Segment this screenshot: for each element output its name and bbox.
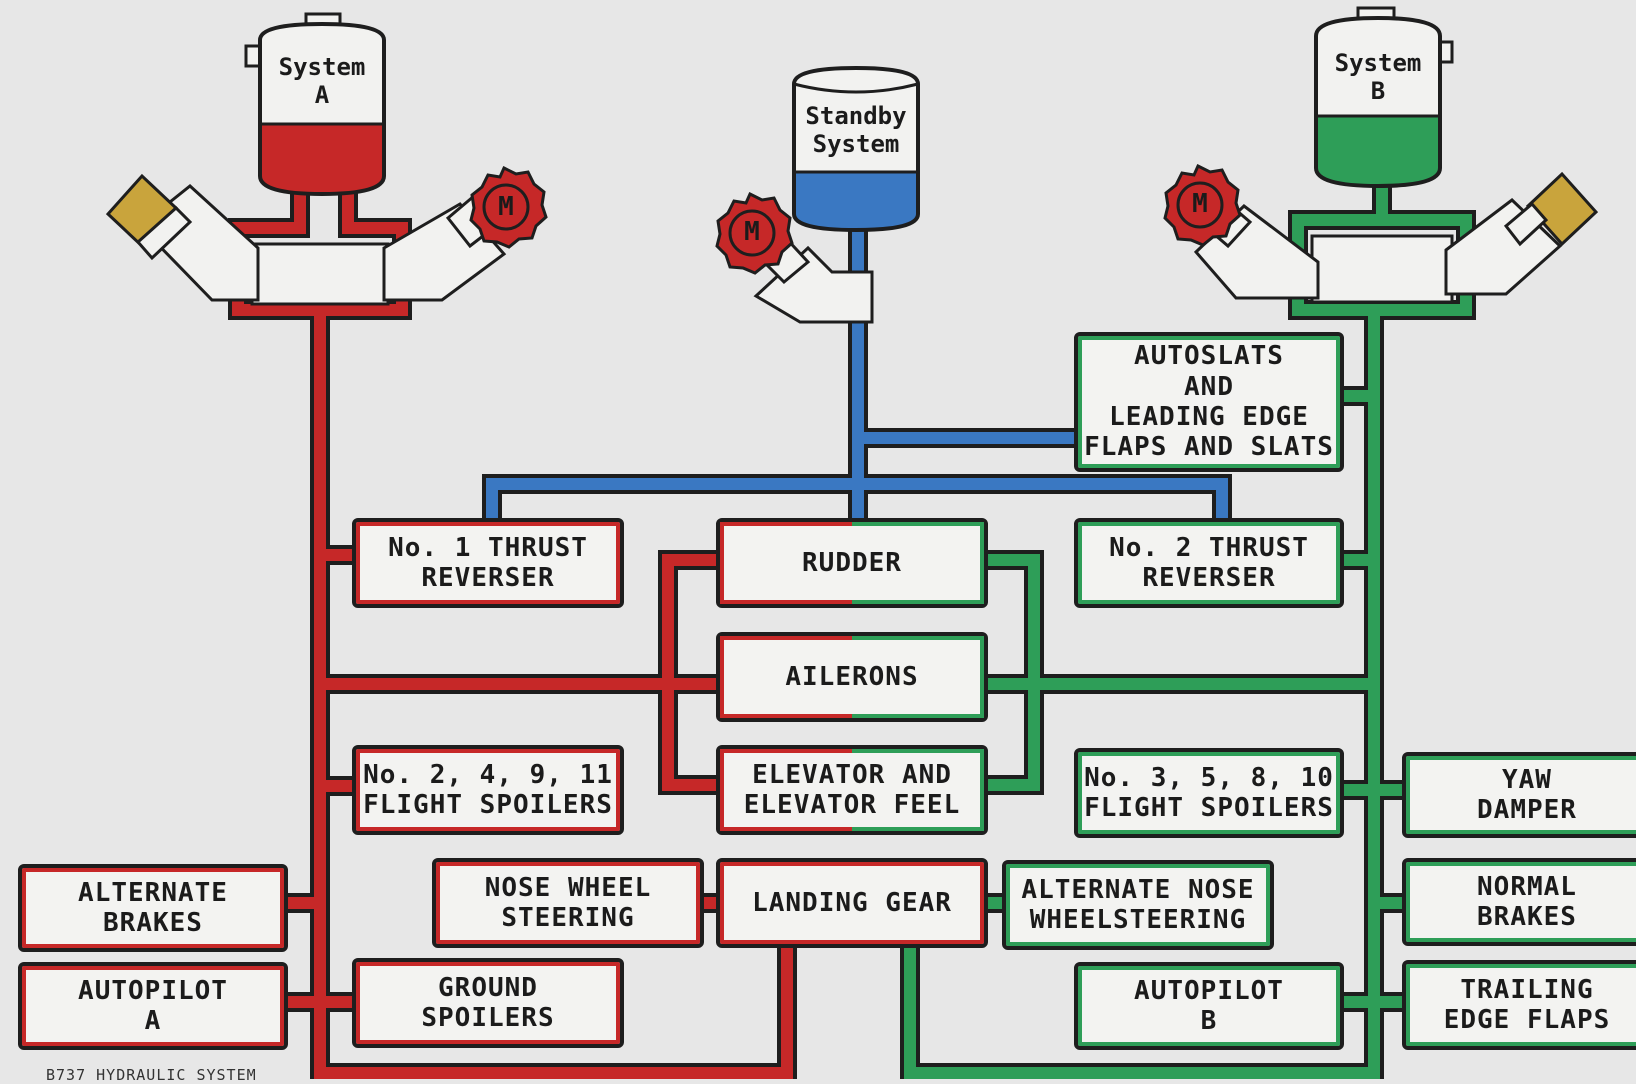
system-a-reservoir-label: System A xyxy=(278,53,366,109)
system-a-reservoir xyxy=(244,12,386,197)
alternate-brakes-box: ALTERNATE BRAKES xyxy=(18,864,288,952)
ground-spoilers-box: GROUND SPOILERS xyxy=(352,958,624,1048)
thrust-reverser-1-box: No. 1 THRUST REVERSER xyxy=(352,518,624,608)
alternate-brakes-label: ALTERNATE BRAKES xyxy=(78,877,228,938)
landing-gear-label: LANDING GEAR xyxy=(752,887,952,918)
autopilot-b-label: AUTOPILOT B xyxy=(1134,975,1284,1036)
normal-brakes-label: NORMAL BRAKES xyxy=(1477,871,1577,932)
landing-gear-box: LANDING GEAR xyxy=(716,858,988,948)
normal-brakes-box: NORMAL BRAKES xyxy=(1402,858,1636,946)
trailing-edge-flaps-box: TRAILING EDGE FLAPS xyxy=(1402,960,1636,1050)
yaw-damper-box: YAW DAMPER xyxy=(1402,752,1636,838)
system-b-reservoir xyxy=(1314,6,1454,189)
nose-wheel-steering-box: NOSE WHEEL STEERING xyxy=(432,858,704,948)
autopilot-a-box: AUTOPILOT A xyxy=(18,962,288,1050)
motor-label: M xyxy=(744,217,760,248)
thrust-reverser-2-label: No. 2 THRUST REVERSER xyxy=(1109,532,1309,593)
ground-spoilers-label: GROUND SPOILERS xyxy=(421,972,555,1033)
trailing-edge-flaps-label: TRAILING EDGE FLAPS xyxy=(1443,974,1611,1035)
motor-label: M xyxy=(498,192,514,223)
system-a-engine-pump xyxy=(105,173,260,302)
system-b-reservoir-label: System B xyxy=(1334,49,1422,105)
thrust-reverser-1-label: No. 1 THRUST REVERSER xyxy=(388,532,588,593)
rudder-box: RUDDER xyxy=(716,518,988,608)
elevator-box: ELEVATOR AND ELEVATOR FEEL xyxy=(716,745,988,835)
autopilot-b-box: AUTOPILOT B xyxy=(1074,962,1344,1050)
motor-icon xyxy=(1163,163,1242,247)
standby-reservoir xyxy=(792,65,920,233)
autoslats-box: AUTOSLATS AND LEADING EDGE FLAPS AND SLA… xyxy=(1074,332,1344,472)
spoilers-b-label: No. 3, 5, 8, 10 FLIGHT SPOILERS xyxy=(1084,762,1334,823)
ailerons-label: AILERONS xyxy=(785,661,919,692)
spoilers-a-label: No. 2, 4, 9, 11 FLIGHT SPOILERS xyxy=(363,759,613,820)
standby-reservoir-label: Standby System xyxy=(805,102,907,158)
spoilers-b-box: No. 3, 5, 8, 10 FLIGHT SPOILERS xyxy=(1074,748,1344,838)
motor-icon xyxy=(715,191,794,275)
thrust-reverser-2-box: No. 2 THRUST REVERSER xyxy=(1074,518,1344,608)
rudder-label: RUDDER xyxy=(802,547,902,578)
system-b-lines xyxy=(904,178,1472,1079)
alt-nose-wheel-steering-label: ALTERNATE NOSE WHEELSTEERING xyxy=(1021,874,1255,935)
spoilers-a-box: No. 2, 4, 9, 11 FLIGHT SPOILERS xyxy=(352,745,624,835)
alt-nose-wheel-steering-box: ALTERNATE NOSE WHEELSTEERING xyxy=(1002,860,1274,950)
elevator-label: ELEVATOR AND ELEVATOR FEEL xyxy=(743,759,961,820)
manifold-blocks xyxy=(250,234,1454,306)
system-b-engine-pump xyxy=(1444,171,1599,296)
autoslats-label: AUTOSLATS AND LEADING EDGE FLAPS AND SLA… xyxy=(1084,341,1334,463)
ailerons-box: AILERONS xyxy=(716,632,988,722)
motor-label: M xyxy=(1192,189,1208,220)
yaw-damper-label: YAW DAMPER xyxy=(1477,764,1577,825)
autopilot-a-label: AUTOPILOT A xyxy=(78,975,228,1036)
nose-wheel-steering-label: NOSE WHEEL STEERING xyxy=(484,872,652,933)
diagram-caption: B737 HYDRAULIC SYSTEM xyxy=(46,1066,257,1084)
motor-icon xyxy=(469,165,548,249)
